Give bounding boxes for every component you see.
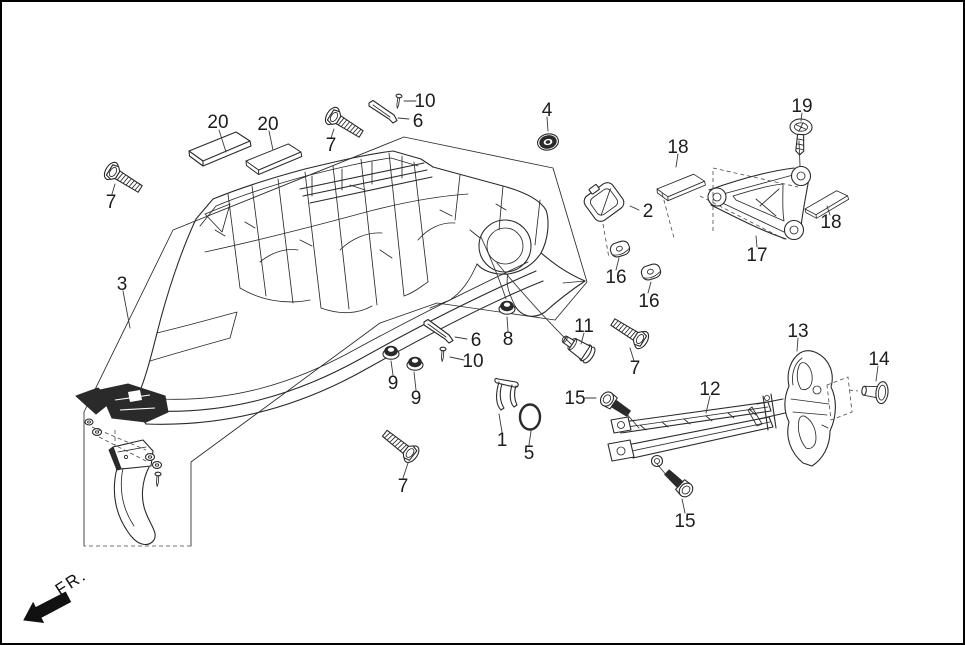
callout-labels: 20 20 7 10 6 7 4 2 18 19 17 18 16 16 3 8…: [106, 91, 890, 532]
callout-3: 3: [117, 274, 128, 295]
callout-16-a: 16: [605, 267, 626, 288]
callout-4: 4: [542, 100, 553, 121]
callout-5: 5: [524, 443, 535, 464]
part-17-triangle-bracket: [707, 165, 812, 241]
callout-20-b: 20: [257, 114, 278, 135]
callout-15-bottom: 15: [674, 511, 695, 532]
callout-2: 2: [643, 201, 654, 222]
construction-lines: [602, 167, 859, 421]
part-5-o-ring: [518, 403, 542, 431]
fr-arrow-icon: [23, 591, 72, 624]
part-8-flange-nut: [498, 300, 516, 315]
callout-11: 11: [574, 316, 594, 337]
part-9-flange-nut-b: [406, 356, 424, 371]
rear-fender-body: [75, 150, 586, 425]
callout-18-right: 18: [820, 212, 841, 233]
callout-15-top: 15: [564, 388, 585, 409]
callout-12: 12: [699, 379, 720, 400]
part-1-clip: [494, 378, 519, 411]
callout-7-top: 7: [326, 135, 337, 156]
part-2-bracket-plate: [583, 182, 625, 222]
part-14-plug: [861, 381, 889, 405]
callout-19: 19: [791, 96, 812, 117]
part-6-strip-mid: [423, 318, 454, 344]
part-13-side-plate: [784, 350, 836, 467]
callout-7-left: 7: [106, 192, 117, 213]
part-12-stay-arms: [607, 393, 786, 468]
callout-1: 1: [497, 430, 508, 451]
part-6-strip-top: [368, 99, 398, 124]
callout-7-right: 7: [630, 358, 641, 379]
callout-6-top: 6: [413, 111, 424, 132]
part-9-flange-nut-a: [382, 345, 400, 360]
callout-14: 14: [868, 349, 890, 370]
callout-10-top: 10: [414, 91, 435, 112]
callout-8: 8: [503, 329, 514, 350]
callout-20-a: 20: [207, 112, 228, 133]
callout-9-a: 9: [388, 373, 399, 394]
callout-9-b: 9: [411, 388, 422, 409]
part-4-grommet: [537, 133, 559, 151]
callout-13: 13: [787, 321, 808, 342]
callout-6-mid: 6: [471, 330, 482, 351]
callout-16-b: 16: [638, 291, 659, 312]
mudflap-and-fixings: [84, 418, 163, 545]
callout-17: 17: [746, 245, 767, 266]
callout-18-left: 18: [667, 137, 688, 158]
callout-7-bottom: 7: [398, 476, 409, 497]
leader-lines: [111, 100, 879, 514]
callout-10-mid: 10: [462, 351, 483, 372]
